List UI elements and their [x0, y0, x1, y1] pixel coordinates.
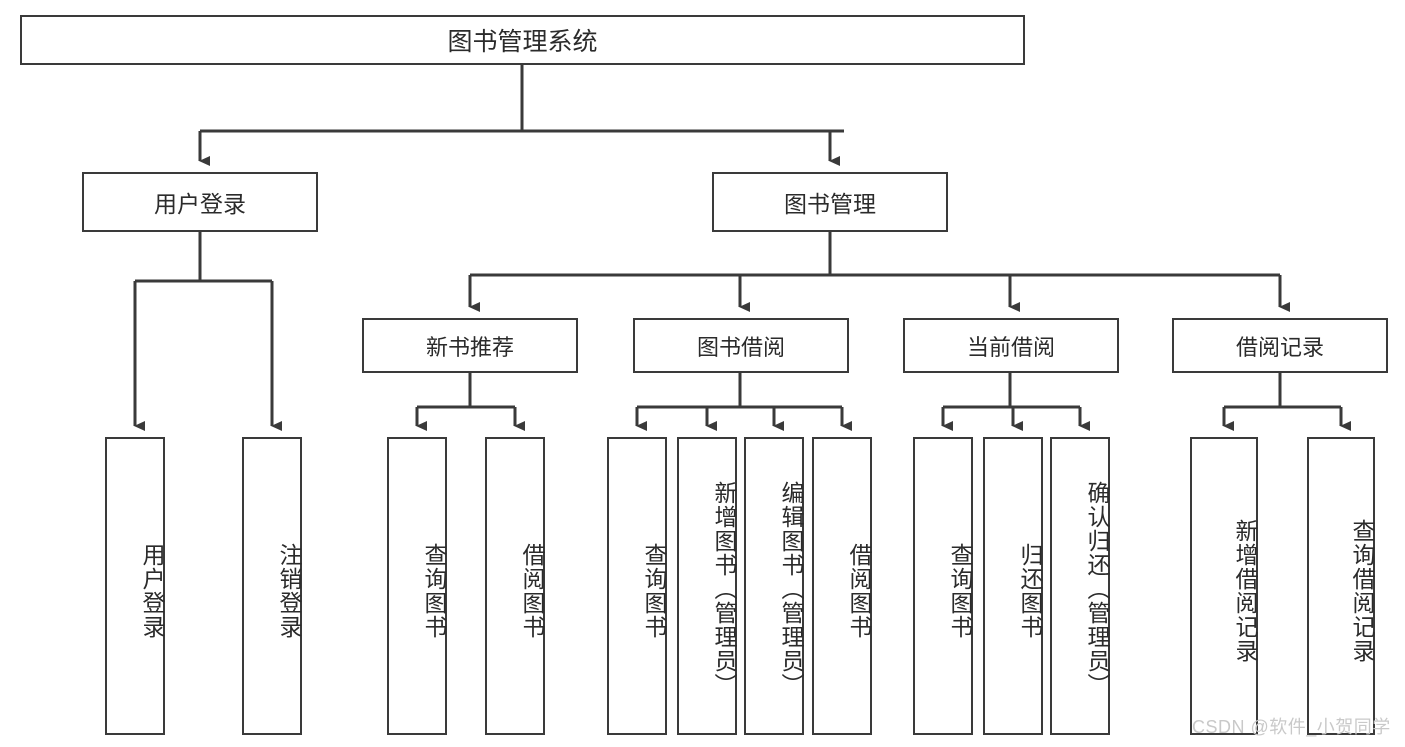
- leaf-borrow-book[interactable]: 借阅图书: [812, 437, 872, 735]
- leaf-query-book-recommend[interactable]: 查询图书: [387, 437, 447, 735]
- node-book-borrow[interactable]: 图书借阅: [633, 318, 849, 373]
- node-current-borrow[interactable]: 当前借阅: [903, 318, 1119, 373]
- node-root-system[interactable]: 图书管理系统: [20, 15, 1025, 65]
- node-new-book-recommend[interactable]: 新书推荐: [362, 318, 578, 373]
- leaf-add-borrow-record[interactable]: 新增借阅记录: [1190, 437, 1258, 735]
- leaf-borrow-book-recommend[interactable]: 借阅图书: [485, 437, 545, 735]
- node-borrow-record[interactable]: 借阅记录: [1172, 318, 1388, 373]
- node-user-login[interactable]: 用户登录: [82, 172, 318, 232]
- leaf-logout[interactable]: 注销登录: [242, 437, 302, 735]
- leaf-confirm-return-admin[interactable]: 确认归还（管理员）: [1050, 437, 1110, 735]
- leaf-query-book-borrow[interactable]: 查询图书: [607, 437, 667, 735]
- leaf-query-borrow-record[interactable]: 查询借阅记录: [1307, 437, 1375, 735]
- leaf-add-book-admin[interactable]: 新增图书（管理员）: [677, 437, 737, 735]
- leaf-return-book[interactable]: 归还图书: [983, 437, 1043, 735]
- leaf-user-login[interactable]: 用户登录: [105, 437, 165, 735]
- node-book-manage[interactable]: 图书管理: [712, 172, 948, 232]
- csdn-watermark: CSDN @软件_小贺同学: [1192, 717, 1391, 737]
- leaf-query-book-current[interactable]: 查询图书: [913, 437, 973, 735]
- leaf-edit-book-admin[interactable]: 编辑图书（管理员）: [744, 437, 804, 735]
